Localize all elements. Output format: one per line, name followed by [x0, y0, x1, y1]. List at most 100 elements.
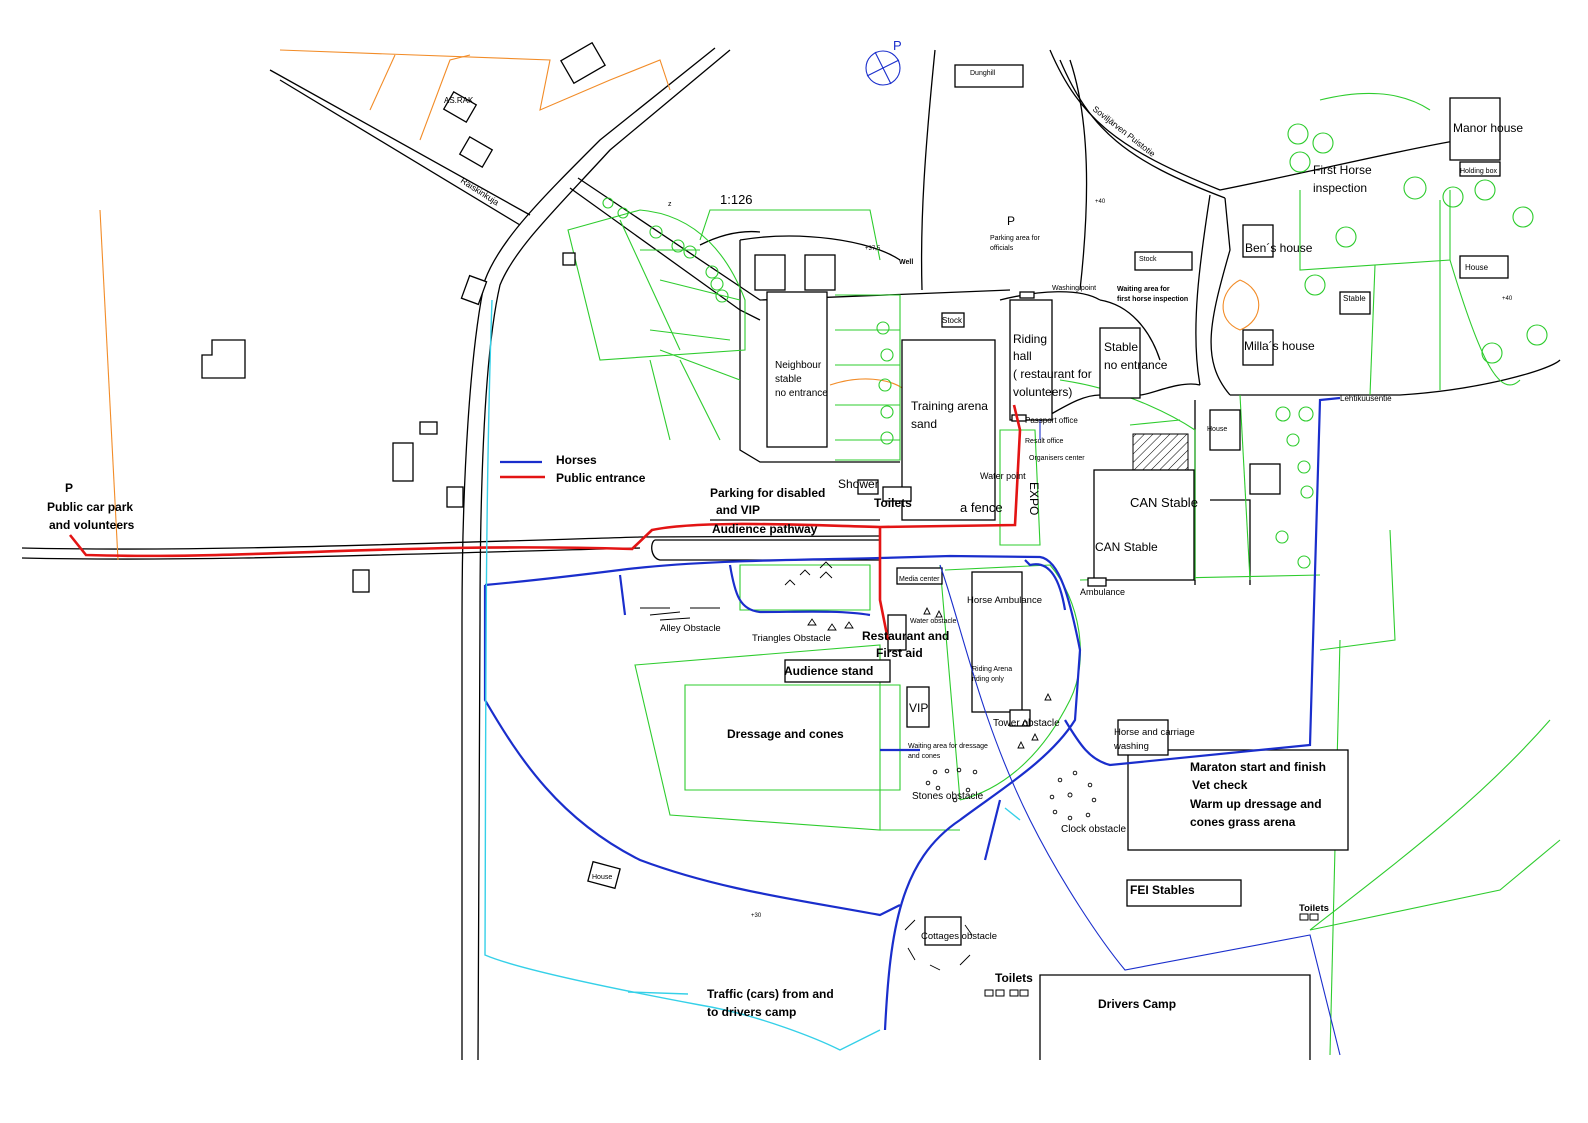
alley-obstacle-label: Alley Obstacle: [660, 623, 721, 634]
as-rak-label: AS.RAK: [444, 96, 474, 105]
carriage-washing-1: Horse and carriage: [1114, 727, 1195, 738]
can-stable-label-1: CAN Stable: [1130, 495, 1198, 510]
washing-point-label: Washing point: [1052, 285, 1096, 292]
house-label-3: House: [1465, 263, 1489, 272]
toilets-label-3: Toilets: [1299, 903, 1329, 914]
expo-label: EXPO: [1027, 482, 1041, 515]
waiting-first-1: Waiting area for: [1117, 286, 1170, 293]
first-horse-inspection-1: First Horse: [1313, 163, 1372, 177]
first-horse-inspection-2: inspection: [1313, 181, 1367, 195]
parking-officials-p: P: [1007, 214, 1015, 228]
stock-label-2: Stock: [942, 316, 963, 325]
dressage-cones-label: Dressage and cones: [727, 727, 844, 741]
legend-traffic-swatch: [627, 991, 689, 995]
green-areas: [567, 92, 1561, 1056]
house-label-2: House: [1207, 426, 1227, 433]
bens-house-label: Ben´s house: [1245, 241, 1313, 255]
holding-box-label: Holding box: [1460, 168, 1497, 175]
road-lehtikuusentie: Lehtikuusentie: [1340, 394, 1392, 403]
legend-public-label: Public entrance: [556, 471, 646, 485]
toilets-label-2: Toilets: [995, 971, 1033, 985]
drivers-camp-label: Drivers Camp: [1098, 997, 1176, 1011]
waiting-first-2: first horse inspection: [1117, 296, 1188, 303]
car-park-1: Public car park: [47, 500, 133, 514]
stock-label-1: Stock: [1139, 256, 1157, 263]
shower-label: Shower: [838, 477, 879, 491]
millas-house-label: Milla´s house: [1244, 339, 1315, 353]
audience-stand-label: Audience stand: [784, 664, 873, 678]
legend-traffic-2: to drivers camp: [707, 1005, 796, 1019]
elevation-375: +37,5: [865, 246, 881, 252]
toilets-label-1: Toilets: [874, 496, 912, 510]
obstacle-markers: [640, 561, 1097, 971]
cottages-obstacle-label: Cottages obstacle: [921, 931, 997, 942]
public-routes: [68, 404, 1022, 641]
audience-pathway-label: Audience pathway: [712, 522, 818, 536]
maraton-3: Warm up dressage and: [1190, 797, 1322, 811]
road-network: [21, 47, 1561, 1061]
compass-rose-icon: [865, 50, 901, 86]
can-stable-label-2: CAN Stable: [1095, 540, 1158, 554]
car-park-p: P: [65, 481, 73, 495]
horse-routes: [483, 396, 1341, 1056]
neighbour-stable-1: Neighbour: [775, 360, 822, 371]
stones-obstacle-label: Stones obstacle: [912, 791, 984, 802]
tower-obstacle-label: Tower obstacle: [993, 718, 1060, 729]
legend-horses-label: Horses: [556, 453, 597, 467]
riding-arena-only-2: riding only: [972, 676, 1004, 683]
vip-label: VIP: [909, 701, 928, 715]
elevation-40a: +40: [1095, 199, 1106, 205]
manor-house-label: Manor house: [1453, 121, 1523, 135]
maraton-2: Vet check: [1192, 778, 1248, 792]
passport-office-label: Passport office: [1025, 416, 1078, 425]
property-boundaries: [99, 49, 1260, 561]
result-office-label: Result office: [1025, 438, 1063, 445]
maraton-1: Maraton start and finish: [1190, 760, 1326, 774]
parking-officials-2: officials: [990, 245, 1014, 252]
ambulance-label: Ambulance: [1080, 587, 1125, 597]
water-obstacle-label: Water obstacle: [910, 618, 957, 625]
map-labels: 1:126 z AS.RAK Dunghill P Parking area f…: [47, 70, 1523, 1019]
organisers-center-label: Organisers center: [1029, 455, 1085, 462]
north-label: P: [893, 38, 902, 53]
riding-arena-only-1: Riding Arena: [972, 666, 1012, 673]
riding-hall-3: ( restaurant for: [1013, 367, 1092, 381]
triangles-obstacle-label: Triangles Obstacle: [752, 633, 831, 644]
elevation-30: +30: [751, 913, 762, 919]
parking-disabled-1: Parking for disabled: [710, 486, 825, 500]
waiting-dressage-2: and cones: [908, 753, 941, 760]
water-point-label: Water point: [980, 471, 1026, 481]
training-arena-2: sand: [911, 417, 937, 431]
waiting-dressage-1: Waiting area for dressage: [908, 743, 988, 750]
traffic-routes: [484, 299, 1021, 1051]
parking-officials-1: Parking area for: [990, 235, 1040, 242]
riding-hall-1: Riding: [1013, 332, 1047, 346]
parking-disabled-2: and VIP: [716, 503, 760, 517]
trees: [602, 123, 1548, 569]
dunghill-label: Dunghill: [970, 70, 996, 77]
elevation-40b: +40: [1502, 296, 1513, 302]
car-park-2: and volunteers: [49, 518, 135, 532]
neighbour-stable-3: no entrance: [775, 388, 828, 399]
house-label-1: House: [592, 874, 612, 881]
z-mark: z: [668, 201, 672, 208]
restaurant-label-1: Restaurant and: [862, 629, 949, 643]
legend-traffic-1: Traffic (cars) from and: [707, 987, 834, 1001]
well-label: Well: [899, 259, 913, 266]
riding-hall-4: volunteers): [1013, 385, 1072, 399]
a-fence-label: a fence: [960, 500, 1003, 515]
training-arena-1: Training arena: [911, 399, 988, 413]
road-soviljarven: Soviljärven Puistotie: [1091, 104, 1158, 159]
stable-small-label: Stable: [1343, 294, 1366, 303]
clock-obstacle-label: Clock obstacle: [1061, 824, 1126, 835]
maraton-4: cones grass arena: [1190, 815, 1296, 829]
stable-no-entrance-1: Stable: [1104, 340, 1138, 354]
carriage-washing-2: washing: [1113, 741, 1149, 752]
buildings: [201, 41, 1509, 997]
scale-label: 1:126: [720, 192, 753, 207]
riding-hall-2: hall: [1013, 349, 1032, 363]
neighbour-stable-2: stable: [775, 374, 802, 385]
stable-no-entrance-2: no entrance: [1104, 358, 1168, 372]
media-center-label: Media center: [899, 576, 940, 583]
